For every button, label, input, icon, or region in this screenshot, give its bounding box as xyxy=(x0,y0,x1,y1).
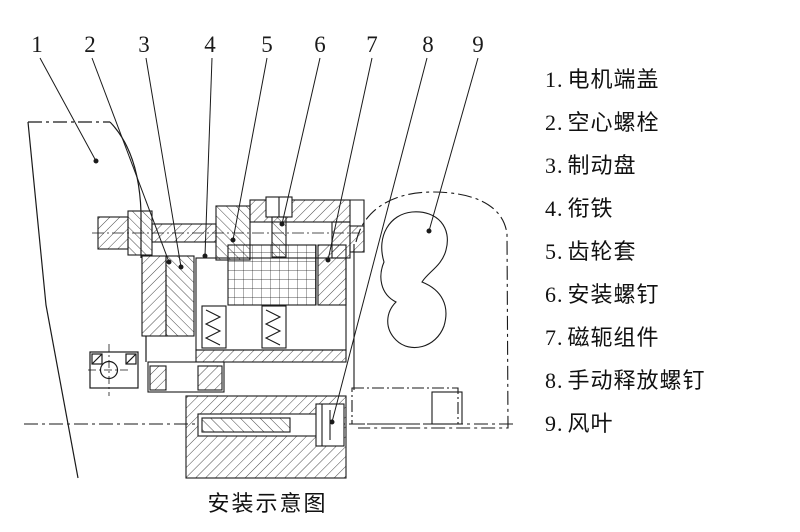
legend-item-9: 9.风叶 xyxy=(545,402,795,445)
fan-cover xyxy=(351,191,509,429)
legend-item-8: 8.手动释放螺钉 xyxy=(545,359,795,402)
legend-num: 4. xyxy=(545,196,564,221)
legend-label: 磁轭组件 xyxy=(567,325,660,350)
drawing-caption: 安装示意图 xyxy=(207,491,328,516)
callout-number-3: 3 xyxy=(138,32,150,57)
top-flange xyxy=(249,199,351,223)
legend-label: 衔铁 xyxy=(567,196,614,221)
parts-legend: 1.电机端盖 2.空心螺栓 3.制动盘 4.衔铁 5.齿轮套 6.安装螺钉 7.… xyxy=(545,58,795,445)
legend-item-2: 2.空心螺栓 xyxy=(545,101,795,144)
motor-end-cover xyxy=(27,121,147,479)
leader-lines xyxy=(39,57,479,425)
legend-item-3: 3.制动盘 xyxy=(545,144,795,187)
legend-label: 电机端盖 xyxy=(567,67,660,92)
springs xyxy=(201,305,287,349)
legend-item-4: 4.衔铁 xyxy=(545,187,795,230)
fan-blade xyxy=(380,211,448,349)
legend-label: 齿轮套 xyxy=(567,239,637,264)
callout-number-6: 6 xyxy=(314,32,326,57)
callout-number-4: 4 xyxy=(204,32,216,57)
callout-numbers: 1 2 3 4 5 6 7 8 9 xyxy=(31,32,484,57)
legend-num: 2. xyxy=(545,110,564,135)
legend-num: 6. xyxy=(545,282,564,307)
bolt-head xyxy=(97,216,129,250)
coil-winding xyxy=(227,244,317,306)
legend-num: 9. xyxy=(545,411,564,436)
legend-num: 3. xyxy=(545,153,564,178)
callout-number-8: 8 xyxy=(422,32,434,57)
callout-number-1: 1 xyxy=(31,32,43,57)
legend-num: 8. xyxy=(545,368,564,393)
bearing xyxy=(88,344,139,396)
legend-num: 5. xyxy=(545,239,564,264)
callout-number-7: 7 xyxy=(366,32,378,57)
brake-disc xyxy=(141,255,167,337)
legend-label: 制动盘 xyxy=(567,153,637,178)
legend-label: 安装螺钉 xyxy=(567,282,660,307)
armature xyxy=(165,255,195,337)
legend-label: 手动释放螺钉 xyxy=(567,368,706,393)
legend-item-1: 1.电机端盖 xyxy=(545,58,795,101)
hub-lower-assembly xyxy=(147,361,347,479)
legend-num: 7. xyxy=(545,325,564,350)
legend-item-5: 5.齿轮套 xyxy=(545,230,795,273)
legend-num: 1. xyxy=(545,67,564,92)
legend-item-6: 6.安装螺钉 xyxy=(545,273,795,316)
manual-release-screw xyxy=(197,403,345,447)
callout-number-2: 2 xyxy=(84,32,96,57)
legend-label: 风叶 xyxy=(567,411,614,436)
magnet-yoke-assembly xyxy=(141,244,347,363)
legend-item-7: 7.磁轭组件 xyxy=(545,316,795,359)
callout-number-5: 5 xyxy=(261,32,273,57)
legend-label: 空心螺栓 xyxy=(567,110,660,135)
callout-number-9: 9 xyxy=(472,32,484,57)
